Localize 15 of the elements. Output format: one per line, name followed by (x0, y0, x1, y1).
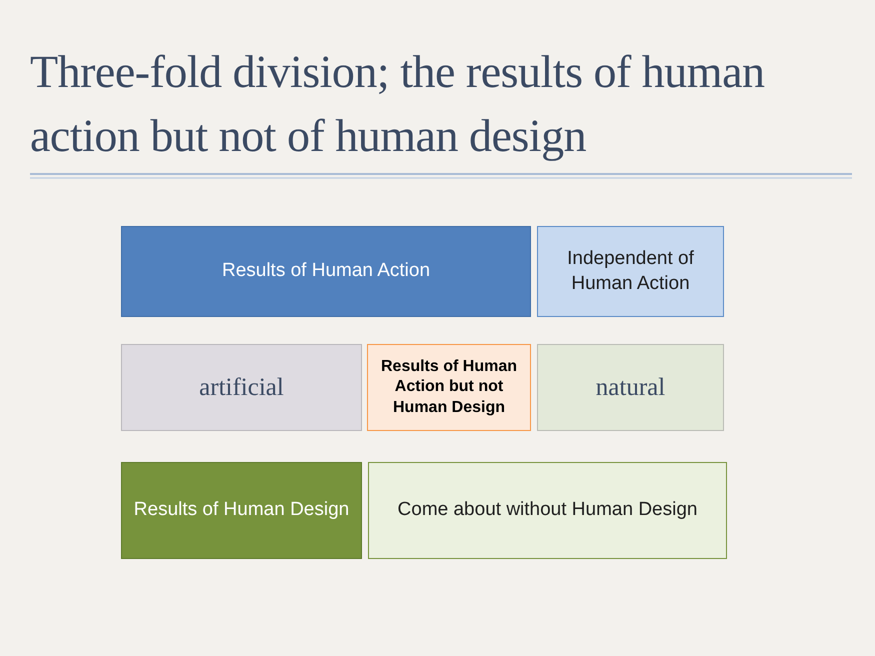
text-box (368, 462, 727, 559)
box-label: Independent of Human Action (566, 247, 695, 296)
box-label: Come about without Human Design (398, 498, 698, 522)
text-box (121, 226, 531, 317)
text-box (367, 344, 531, 431)
text-box (121, 462, 362, 559)
box-label: Results of Human Action (222, 259, 430, 284)
text-box (121, 344, 362, 431)
box-label: artificial (199, 372, 284, 403)
box-label: natural (596, 372, 666, 403)
text-box (537, 344, 724, 431)
slide-title: Three-fold division; the results of human action but not of human design (30, 45, 766, 163)
box-label: Results of Human Design (134, 498, 350, 522)
text-box (537, 226, 724, 317)
box-label: Results of Human Action but not Human Design (380, 357, 518, 418)
